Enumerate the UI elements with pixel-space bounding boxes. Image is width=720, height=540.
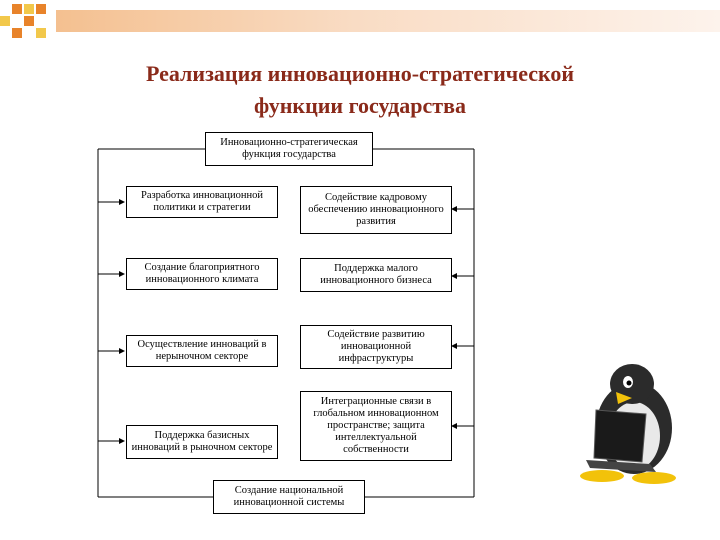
left-box-3: Осуществление инноваций в нерыночном сек… (126, 335, 278, 367)
title-line-1: Реализация инновационно-стратегической (145, 61, 575, 86)
right-box-2: Поддержка малого инновационного бизнеса (300, 258, 452, 292)
decor-square-7 (36, 28, 46, 38)
penguin-with-laptop-icon (580, 364, 676, 484)
title-line-2: функции государства (254, 93, 466, 118)
left-box-1: Разработка инновационной политики и стра… (126, 186, 278, 218)
left-box-2: Создание благоприятного инновационного к… (126, 258, 278, 290)
decor-square-6 (12, 28, 22, 38)
right-box-4: Интеграционные связи в глобальном иннова… (300, 391, 452, 461)
decor-square-3 (36, 4, 46, 14)
slide-title: Реализация инновационно-стратегической ф… (60, 58, 660, 122)
header-gradient-bar (56, 10, 720, 32)
decor-square-5 (24, 16, 34, 26)
left-box-4: Поддержка базисных инноваций в рыночном … (126, 425, 278, 459)
decor-square-4 (0, 16, 10, 26)
right-box-3: Содействие развитию инновационной инфрас… (300, 325, 452, 369)
right-box-1: Содействие кадровому обеспечению инновац… (300, 186, 452, 234)
bottom-box: Создание национальной инновационной сист… (213, 480, 365, 514)
decor-square-2 (24, 4, 34, 14)
decor-square-1 (12, 4, 22, 14)
top-box: Инновационно-стратегическая функция госу… (205, 132, 373, 166)
